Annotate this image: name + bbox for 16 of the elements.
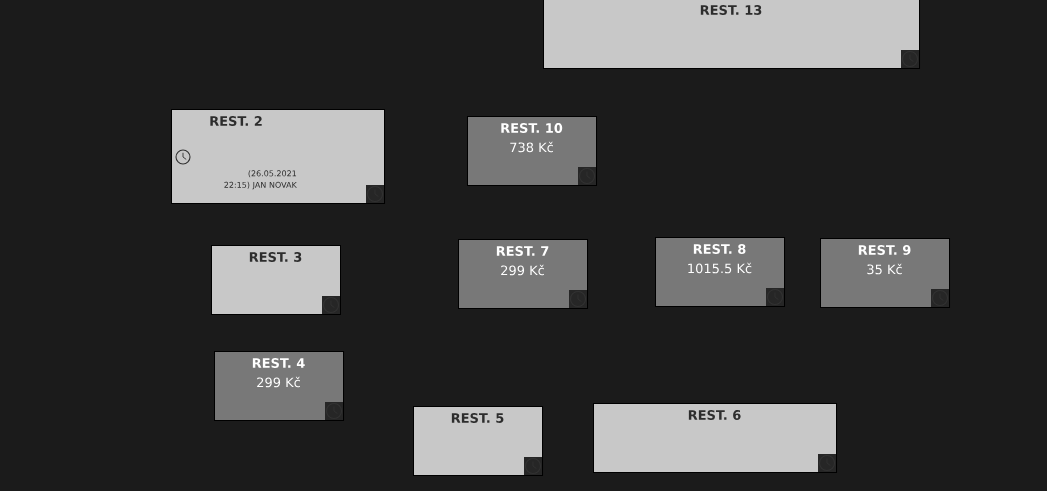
table-name: REST. 8 [693,244,746,254]
table-name: REST. 4 [252,358,305,368]
amount-text: 299 Kč [257,376,300,388]
amount-text: 35 Kč [867,263,902,275]
table-name: REST. 9 [858,245,911,255]
table-name: REST. 2 [210,116,262,126]
table-name: REST. 10 [501,123,563,133]
table-name: REST. 6 [688,410,741,420]
table-name: REST. 13 [700,5,762,15]
table-name: REST. 5 [451,413,504,423]
table-name: REST. 7 [496,246,549,256]
amount-text: 738 Kč [510,141,553,153]
amount-text: 1015.5 Kč [688,262,752,274]
reservation-note: (26.05.2021 22:15) JAN NOVAK [224,170,297,190]
table-name: REST. 3 [249,252,302,262]
amount-text: 299 Kč [501,264,544,276]
